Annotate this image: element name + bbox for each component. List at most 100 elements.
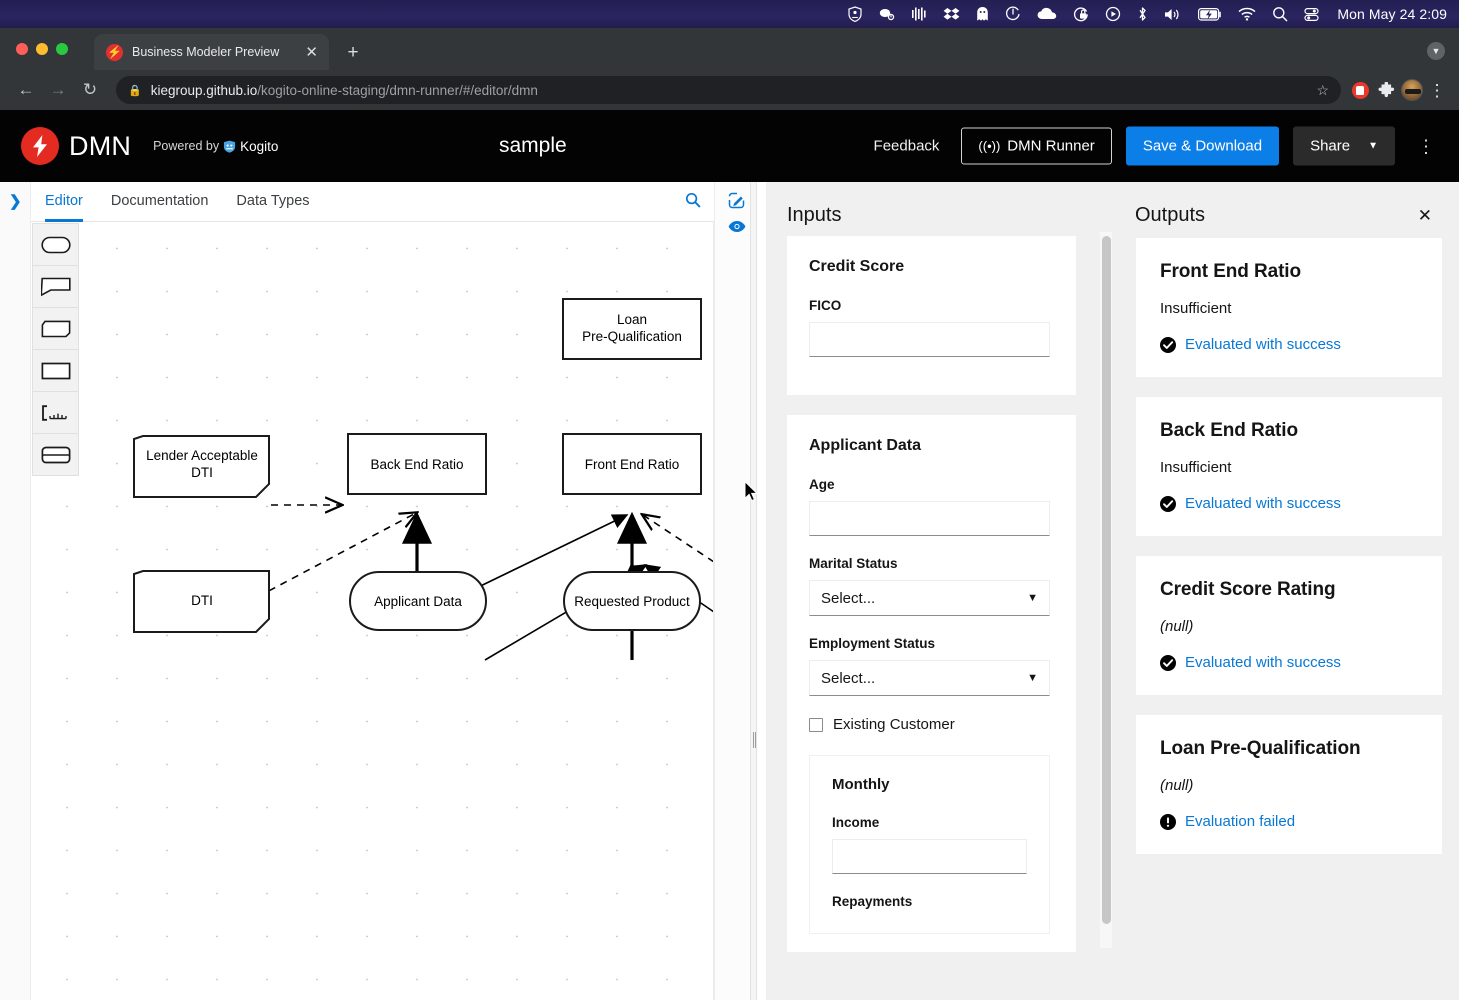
- tab-data-types[interactable]: Data Types: [222, 183, 323, 221]
- broadcast-icon: ((•)): [978, 139, 1000, 154]
- tab-editor[interactable]: Editor: [31, 183, 97, 221]
- income-input[interactable]: [832, 839, 1027, 874]
- chevron-down-icon: ▼: [1027, 592, 1038, 604]
- chrome-menu-kebab[interactable]: ⋮: [1425, 82, 1449, 99]
- shield-badge-icon[interactable]: [840, 0, 870, 28]
- wifi-icon[interactable]: [1230, 0, 1264, 28]
- tab-title: Business Modeler Preview: [132, 45, 293, 59]
- browser-tab[interactable]: ⚡ Business Modeler Preview ✕: [94, 34, 329, 70]
- outputs-panel: Outputs ✕ Front End Ratio Insufficient E…: [1114, 182, 1459, 1000]
- employment-status-select[interactable]: Select... ▼: [809, 660, 1050, 696]
- node-front-end-ratio[interactable]: Front End Ratio: [563, 434, 701, 494]
- field-label: Income: [832, 815, 1031, 830]
- output-status[interactable]: Evaluated with success: [1160, 654, 1420, 671]
- tab-favicon-dmn-icon: ⚡: [106, 44, 123, 61]
- output-card-credit-score-rating: Credit Score Rating (null) Evaluated wit…: [1136, 556, 1442, 695]
- output-value: Insufficient: [1160, 300, 1420, 317]
- field-income: Income: [832, 815, 1031, 874]
- file-name[interactable]: sample: [499, 134, 567, 158]
- output-card-back-end-ratio: Back End Ratio Insufficient Evaluated wi…: [1136, 397, 1442, 536]
- ghost-icon[interactable]: [968, 0, 997, 28]
- forward-button[interactable]: →: [42, 74, 74, 106]
- reload-button[interactable]: ↻: [74, 74, 106, 106]
- audio-bars-icon[interactable]: [903, 0, 935, 28]
- battery-charging-icon[interactable]: [1190, 0, 1230, 28]
- panel-resize-handle[interactable]: [750, 182, 757, 1000]
- coffee-bean-icon[interactable]: [870, 0, 903, 28]
- share-button[interactable]: Share ▼: [1293, 127, 1395, 166]
- output-status[interactable]: Evaluation failed: [1160, 813, 1420, 830]
- url-domain: kiegroup.github.io: [151, 83, 258, 98]
- play-circle-icon[interactable]: [1097, 0, 1129, 28]
- select-value: Select...: [821, 670, 875, 687]
- bluetooth-icon[interactable]: [1129, 0, 1156, 28]
- cloud-icon[interactable]: [1029, 0, 1065, 28]
- puzzle-extensions-icon[interactable]: [1373, 77, 1399, 103]
- field-existing-customer[interactable]: Existing Customer: [809, 716, 1056, 733]
- powered-by-text: Powered by: [153, 139, 219, 153]
- close-outputs-icon[interactable]: ✕: [1418, 207, 1432, 224]
- input-subcard-monthly: Monthly Income Repayments: [809, 755, 1050, 934]
- tab-list-chevron-icon[interactable]: ▼: [1427, 42, 1445, 60]
- volume-icon[interactable]: [1156, 0, 1190, 28]
- edit-pencil-icon[interactable]: [728, 192, 745, 213]
- output-title: Credit Score Rating: [1160, 579, 1420, 601]
- age-input[interactable]: [809, 501, 1050, 536]
- window-traffic-lights[interactable]: [16, 43, 68, 55]
- back-button[interactable]: ←: [10, 74, 42, 106]
- minimize-window-button[interactable]: [36, 43, 48, 55]
- dmn-runner-label: DMN Runner: [1007, 138, 1095, 155]
- node-back-end-ratio[interactable]: Back End Ratio: [348, 434, 486, 494]
- fico-input[interactable]: [809, 322, 1050, 357]
- spotlight-search-icon[interactable]: [1264, 0, 1296, 28]
- edge-offscreen-to-front-end-ratio: [643, 515, 714, 562]
- kogito-label: Kogito: [240, 139, 278, 154]
- editor-runner-divider: [714, 182, 757, 1000]
- field-repayments: Repayments: [832, 894, 1031, 909]
- lock-circle-icon[interactable]: [1065, 0, 1097, 28]
- field-employment-status: Employment Status Select... ▼: [809, 636, 1056, 696]
- dmn-runner-button[interactable]: ((•)) DMN Runner: [961, 128, 1111, 165]
- node-loan-pre-qualification[interactable]: Loan Pre-Qualification: [563, 299, 701, 359]
- address-bar[interactable]: 🔒 kiegroup.github.io/kogito-online-stagi…: [116, 76, 1341, 104]
- output-status-label: Evaluated with success: [1185, 336, 1341, 353]
- node-applicant-data[interactable]: Applicant Data: [350, 572, 486, 630]
- check-circle-icon: [1160, 337, 1176, 353]
- adblock-icon[interactable]: [1347, 77, 1373, 103]
- output-status[interactable]: Evaluated with success: [1160, 495, 1420, 512]
- share-label: Share: [1310, 138, 1350, 155]
- new-tab-button[interactable]: +: [341, 42, 365, 66]
- dmn-diagram[interactable]: Loan Pre-Qualification Lender Acceptable…: [31, 222, 714, 1000]
- menubar-clock[interactable]: Mon May 24 2:09: [1327, 0, 1453, 28]
- inputs-scrollbar-thumb[interactable]: [1102, 236, 1111, 924]
- zoom-window-button[interactable]: [56, 43, 68, 55]
- feedback-button[interactable]: Feedback: [866, 132, 948, 161]
- existing-customer-checkbox[interactable]: [809, 718, 823, 732]
- timer-icon[interactable]: [997, 0, 1029, 28]
- marital-status-select[interactable]: Select... ▼: [809, 580, 1050, 616]
- tab-strip: ⚡ Business Modeler Preview ✕ + ▼: [0, 28, 1459, 70]
- search-icon[interactable]: [685, 192, 714, 212]
- outputs-list: Front End Ratio Insufficient Evaluated w…: [1114, 238, 1459, 874]
- dmn-canvas[interactable]: Loan Pre-Qualification Lender Acceptable…: [31, 222, 714, 1000]
- inputs-title: Inputs: [766, 182, 1114, 243]
- node-label: DTI: [191, 465, 213, 480]
- node-dti[interactable]: DTI: [134, 571, 269, 632]
- control-center-icon[interactable]: [1296, 0, 1327, 28]
- output-status[interactable]: Evaluated with success: [1160, 336, 1420, 353]
- sidebar-expand-button[interactable]: ❯: [0, 182, 31, 1000]
- output-value: (null): [1160, 777, 1420, 794]
- bookmark-star-icon[interactable]: ☆: [1316, 82, 1329, 99]
- eye-visibility-icon[interactable]: [728, 220, 746, 237]
- output-status-label: Evaluation failed: [1185, 813, 1295, 830]
- tab-documentation[interactable]: Documentation: [97, 183, 223, 221]
- node-requested-product[interactable]: Requested Product: [564, 572, 700, 630]
- node-lender-acceptable-dti[interactable]: Lender Acceptable DTI: [134, 436, 269, 497]
- dropbox-icon[interactable]: [935, 0, 968, 28]
- close-tab-icon[interactable]: ✕: [302, 45, 321, 60]
- app-kebab-menu-icon[interactable]: ⋮: [1409, 137, 1443, 155]
- save-and-download-button[interactable]: Save & Download: [1126, 127, 1279, 166]
- output-value: Insufficient: [1160, 459, 1420, 476]
- profile-avatar[interactable]: [1399, 77, 1425, 103]
- close-window-button[interactable]: [16, 43, 28, 55]
